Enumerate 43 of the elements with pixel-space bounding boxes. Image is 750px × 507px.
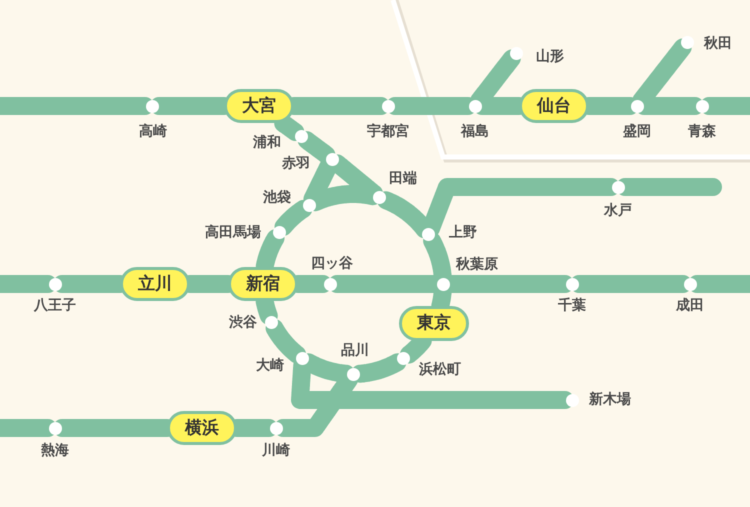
station-label: 熱海 <box>41 443 69 459</box>
station-label: 高田馬場 <box>205 225 261 241</box>
track-line <box>0 97 154 115</box>
station-pill: 大宮 <box>224 88 294 124</box>
station-label: 品川 <box>341 343 369 359</box>
track-line <box>350 353 406 383</box>
station-label: 浦和 <box>253 135 281 151</box>
track-line <box>274 200 312 236</box>
station-label: 池袋 <box>263 190 291 206</box>
track-line <box>570 275 692 293</box>
track-line <box>616 178 722 196</box>
station-label: 浜松町 <box>418 362 461 378</box>
station-pill: 新宿 <box>228 266 298 302</box>
station-label: 秋田 <box>704 36 732 52</box>
station-label: 千葉 <box>558 298 586 314</box>
station-label: 新木場 <box>589 392 631 408</box>
station-label: 川崎 <box>262 443 290 459</box>
station-label: 盛岡 <box>623 124 651 140</box>
station-label: 田端 <box>388 171 417 187</box>
station-label: 宇都宮 <box>367 124 409 140</box>
track-line <box>266 319 306 364</box>
track-line <box>0 275 57 293</box>
station-label: 福島 <box>461 124 489 140</box>
station-pill: 横浜 <box>167 410 237 446</box>
station-label: 高崎 <box>139 124 167 140</box>
station-pill: 仙台 <box>519 88 589 124</box>
station-pill: 東京 <box>398 306 469 340</box>
station-label: 渋谷 <box>229 315 257 331</box>
station-label: 青森 <box>688 124 716 140</box>
station-label: 八王子 <box>34 298 76 314</box>
station-label: 大崎 <box>256 358 284 374</box>
station-label: 秋葉原 <box>456 257 498 273</box>
track-line <box>0 419 57 437</box>
station-label: 赤羽 <box>282 156 310 172</box>
station-label: 水戸 <box>604 203 632 219</box>
station-label: 上野 <box>448 225 477 241</box>
station-pill: 立川 <box>120 266 190 302</box>
track-line <box>298 131 336 164</box>
station-label: 成田 <box>676 298 704 314</box>
station-label: 四ッ谷 <box>311 256 353 272</box>
track-line <box>688 275 750 293</box>
track-line <box>700 97 750 115</box>
station-label: 山形 <box>536 49 564 65</box>
